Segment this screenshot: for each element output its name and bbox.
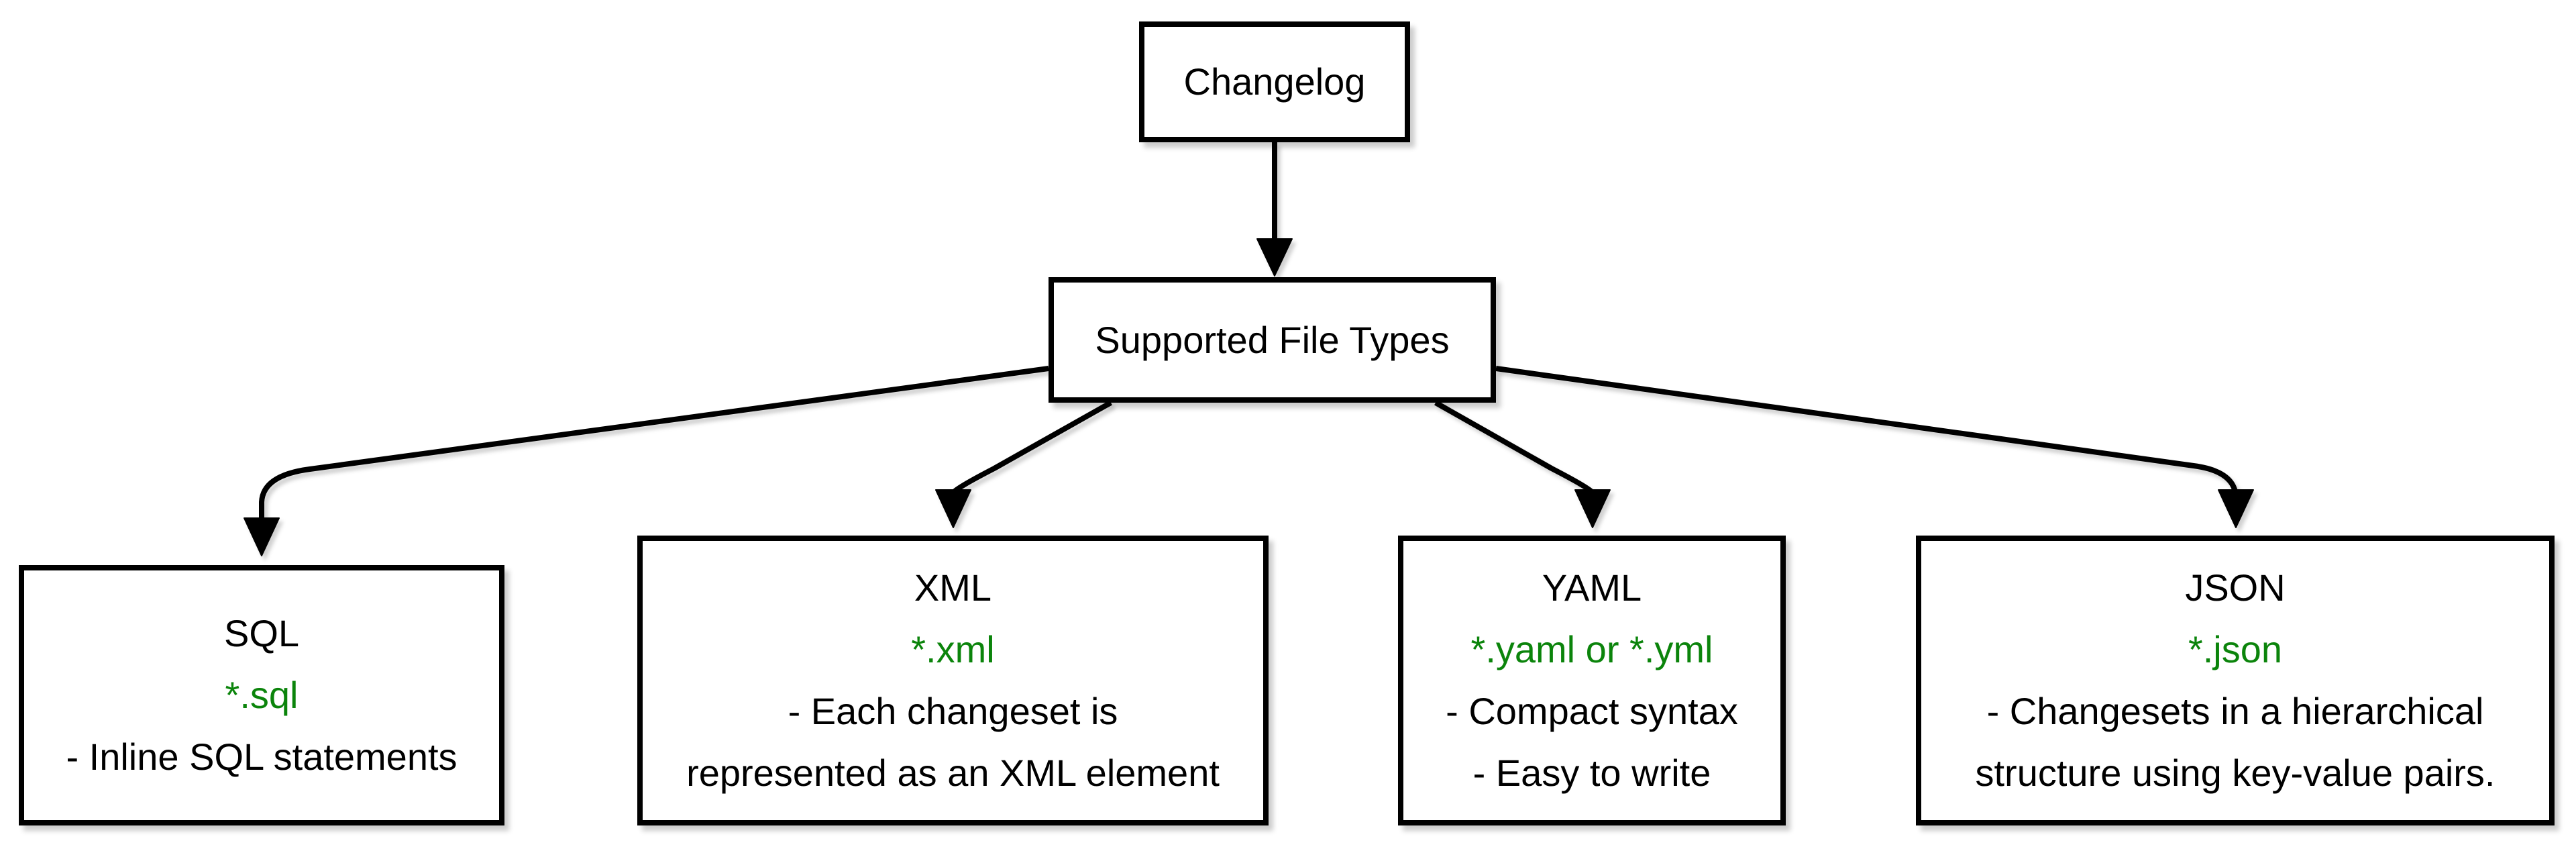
edge-line (1434, 400, 1595, 495)
node-xml-file-pattern: *.xml (911, 628, 995, 670)
node-yaml-file-pattern: *.yaml or *.yml (1470, 628, 1713, 670)
node-xml-title: XML (914, 566, 992, 609)
node-yaml-description-line: - Easy to write (1472, 752, 1711, 794)
node-yaml: YAML *.yaml or *.yml - Compact syntax - … (1398, 536, 1786, 825)
node-sql: SQL *.sql - Inline SQL statements (19, 565, 504, 825)
node-yaml-description-line: - Compact syntax (1446, 690, 1738, 732)
edge-changelog-to-supported-file-types (1256, 142, 1293, 277)
node-xml-description-line: - Each changeset is (788, 690, 1118, 732)
node-json: JSON *.json - Changesets in a hierarchic… (1916, 536, 2555, 825)
node-sql-description-line: - Inline SQL statements (66, 736, 458, 778)
edge-supported-file-types-to-xml (935, 400, 1112, 528)
node-json-file-pattern: *.json (2188, 628, 2283, 670)
arrowhead-down-icon (935, 489, 971, 528)
edge-supported-file-types-to-yaml (1434, 400, 1611, 528)
edge-supported-file-types-to-sql (244, 366, 1049, 556)
node-xml: XML *.xml - Each changeset is represente… (637, 536, 1269, 825)
node-supported-file-types-label: Supported File Types (1095, 318, 1450, 361)
node-supported-file-types: Supported File Types (1049, 277, 1496, 403)
edge-line (259, 366, 1049, 519)
arrowhead-down-icon (1256, 238, 1293, 277)
node-json-description-line: - Changesets in a hierarchical (1986, 690, 2484, 732)
node-sql-title: SQL (223, 612, 300, 654)
node-changelog: Changelog (1139, 21, 1410, 142)
node-xml-description-line: represented as an XML element (686, 752, 1220, 794)
node-json-title: JSON (2185, 566, 2286, 609)
arrowhead-down-icon (1574, 489, 1611, 528)
edge-supported-file-types-to-json (1495, 366, 2254, 528)
node-json-description-line: structure using key-value pairs. (1975, 752, 2496, 794)
arrowhead-down-icon (244, 517, 280, 556)
node-sql-file-pattern: *.sql (225, 674, 299, 716)
edge-line (1495, 366, 2239, 499)
node-changelog-label: Changelog (1183, 60, 1366, 103)
node-yaml-title: YAML (1542, 566, 1642, 609)
edge-line (951, 400, 1112, 495)
arrowhead-down-icon (2218, 489, 2254, 528)
